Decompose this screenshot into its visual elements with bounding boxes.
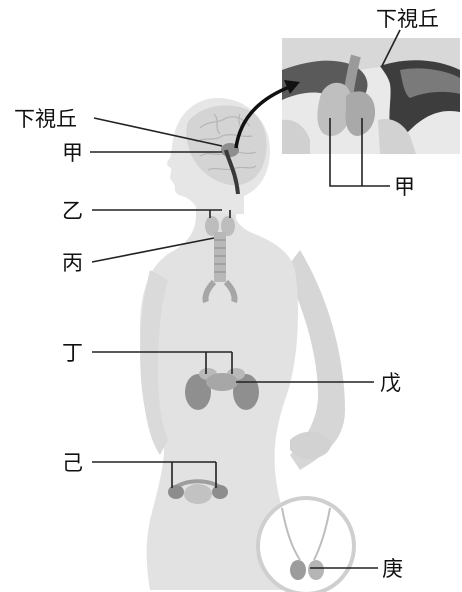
label-ding: 丁 (62, 341, 83, 365)
label-hypothalamus-inset: 下視丘 (376, 7, 439, 31)
label-jia: 甲 (62, 141, 83, 165)
brain-inset (282, 38, 460, 154)
label-yi: 乙 (62, 199, 83, 223)
label-bing: 丙 (62, 251, 83, 275)
label-ji: 己 (62, 451, 83, 475)
label-jia-inset: 甲 (394, 175, 415, 199)
label-wu: 戊 (380, 371, 401, 395)
testes-inset (258, 498, 354, 592)
label-hypothalamus: 下視丘 (14, 107, 77, 131)
label-geng: 庚 (382, 557, 403, 581)
